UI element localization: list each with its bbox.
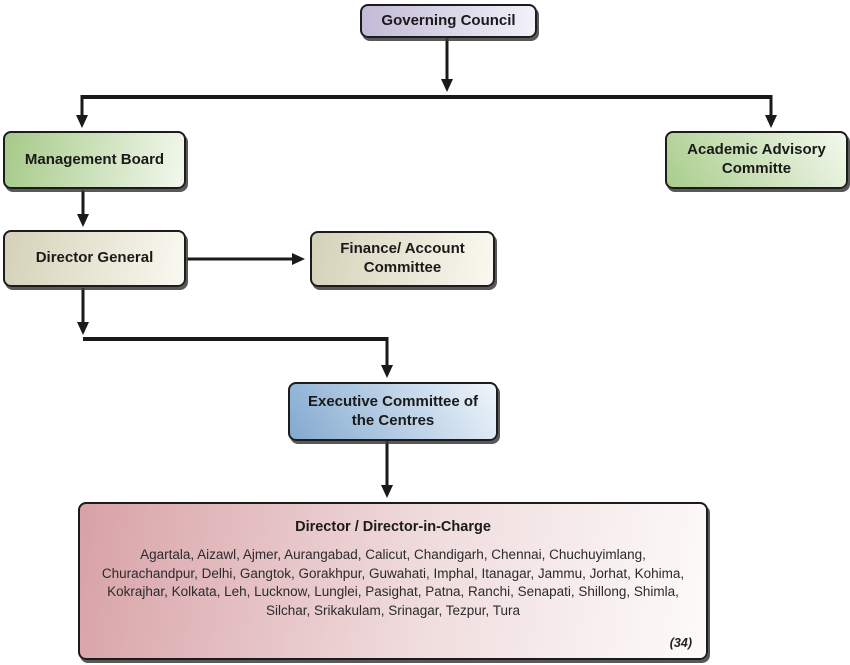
- node-governing-council: Governing Council: [360, 4, 537, 38]
- node-label-governing-council: Governing Council: [381, 11, 516, 29]
- directors-centres-list: Agartala, Aizawl, Ajmer, Aurangabad, Cal…: [101, 547, 685, 618]
- node-management-board: Management Board: [3, 131, 186, 189]
- centres-count-badge: (34): [669, 636, 692, 651]
- node-label-management-board: Management Board: [24, 150, 165, 168]
- directors-title: Director / Director-in-Charge: [295, 519, 491, 535]
- node-finance-account-committee: Finance/ Account Committee: [310, 231, 495, 287]
- node-label-academic-advisory-committe: Academic Advisory Committe: [687, 141, 826, 177]
- node-director-in-charge: Director / Director-in-Charge Agartala, …: [78, 502, 708, 660]
- node-label-executive-committee: Executive Committee of the Centres: [307, 392, 479, 429]
- node-academic-advisory-committe: Academic Advisory Committe: [665, 131, 848, 189]
- node-label-finance-account-committee: Finance/ Account Committee: [340, 240, 465, 276]
- node-executive-committee: Executive Committee of the Centres: [288, 382, 498, 441]
- node-label-director-general: Director General: [35, 249, 154, 267]
- node-director-general: Director General: [3, 230, 186, 287]
